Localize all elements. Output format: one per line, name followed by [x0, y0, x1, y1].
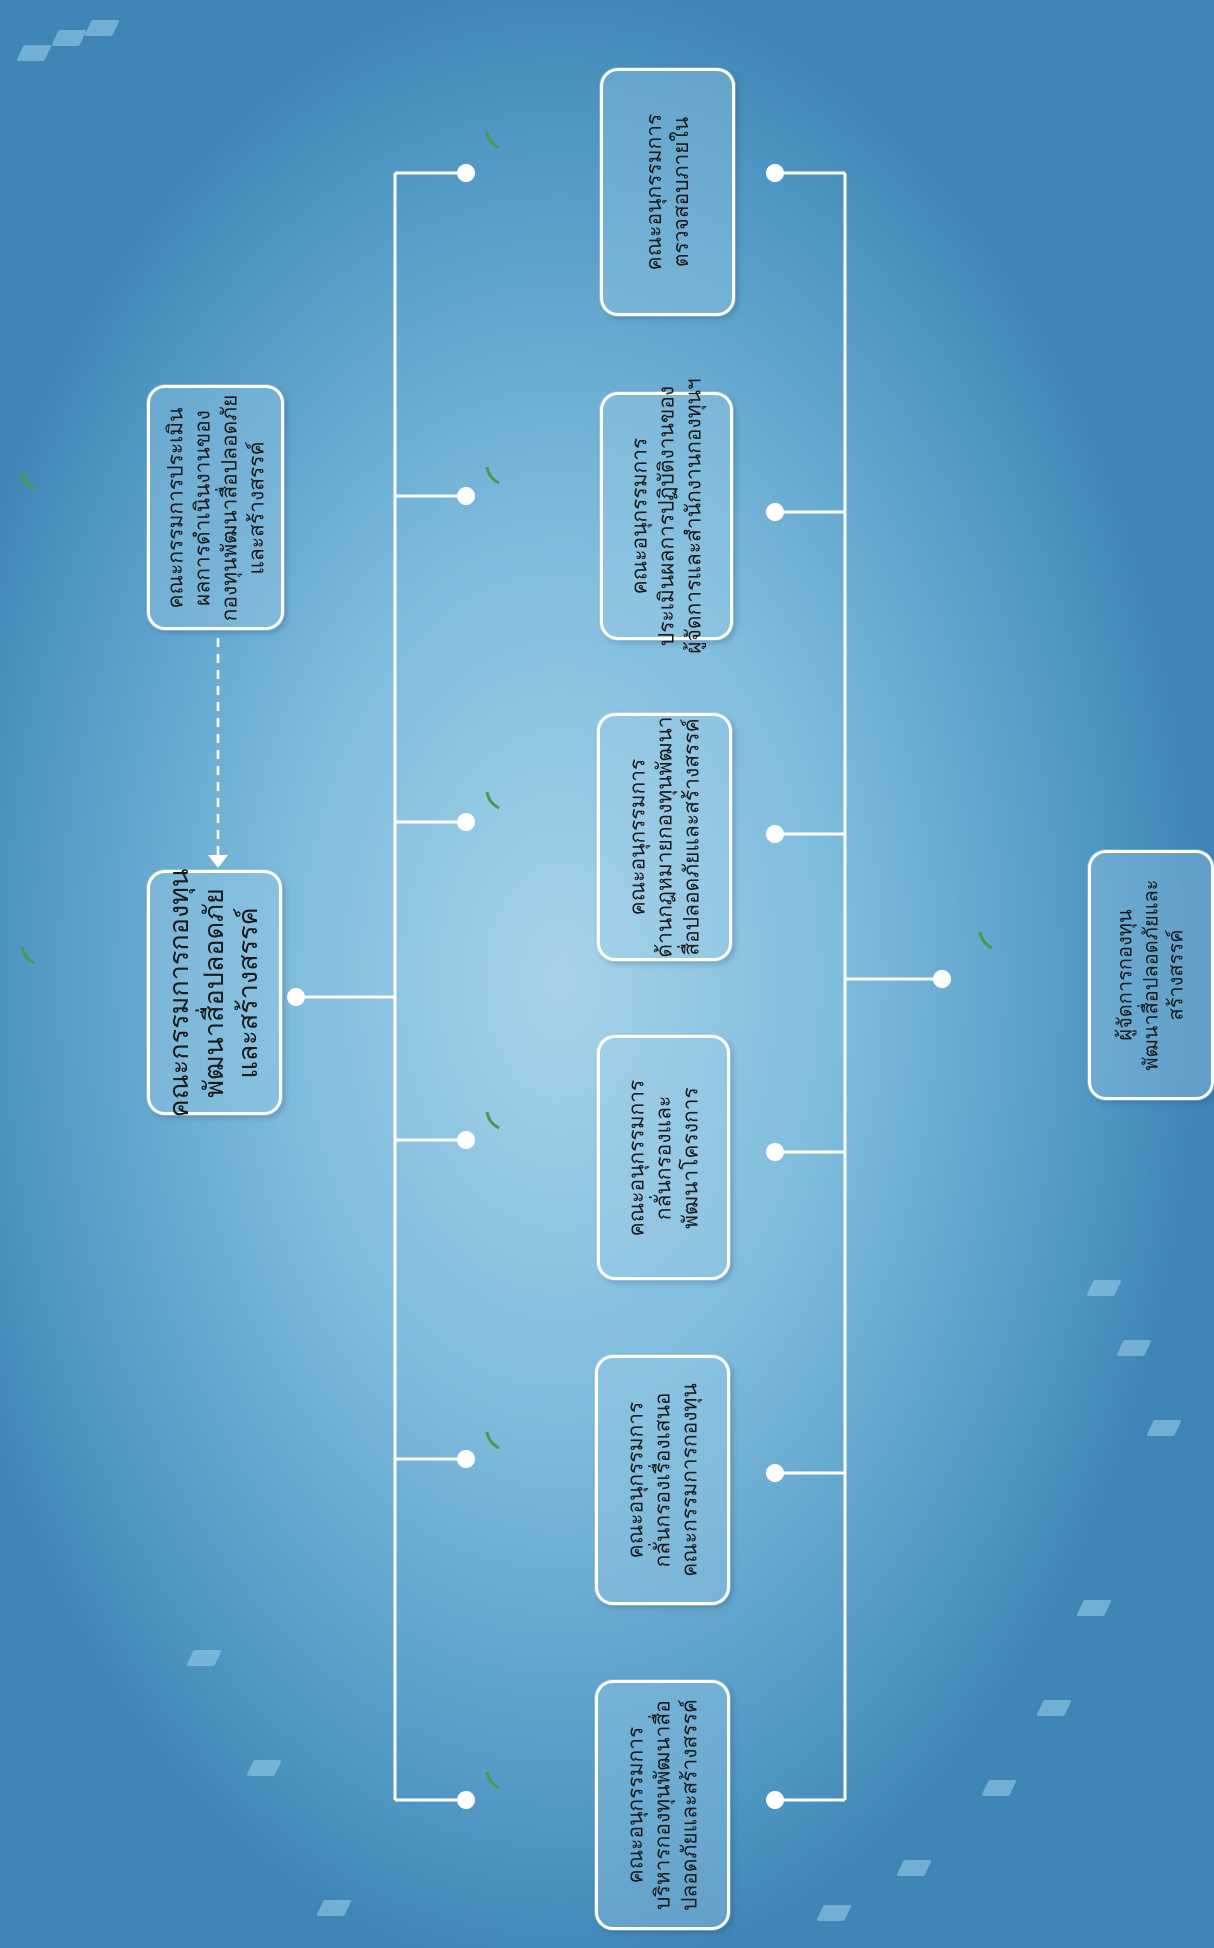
- subcommittee-line: พัฒนาโครงการ: [677, 1086, 702, 1229]
- evaluation-line: กองทุนพัฒนาสื่อปลอดภัย: [216, 394, 241, 621]
- board-label: คณะกรรมการกองทุน พัฒนาสื่อปลอดภัย และสร้…: [163, 868, 267, 1117]
- subcommittee-label: คณะอนุกรรมการ ตรวจสอบภายใน: [641, 114, 695, 271]
- subcommittee-line: คณะอนุกรรมการ: [625, 758, 650, 916]
- subcommittee-label: คณะอนุกรรมการ กลั่นกรองและ พัฒนาโครงการ: [623, 1079, 704, 1236]
- subcommittee-line: ด้านกฎหมายกองทุนพัฒนา: [652, 716, 677, 958]
- bird-leaf-icon: [485, 131, 566, 195]
- subcommittee-box: คณะอนุกรรมการ ประเมินผลการปฏิบัติงานของ …: [600, 378, 733, 654]
- connector-dot: [457, 1791, 475, 1809]
- evaluation-line: ผลการดำเนินงานของ: [189, 409, 214, 606]
- subcommittee-line: กลั่นกรองเรื่องเสนอ: [650, 1392, 675, 1568]
- connector-dot: [933, 970, 951, 988]
- board-line: และสร้างสรรค์: [232, 906, 264, 1079]
- connector-dot: [457, 1450, 475, 1468]
- subcommittee-label: คณะอนุกรรมการ ประเมินผลการปฏิบัติงานของ …: [626, 378, 707, 653]
- manager-line: สร้างสรรค์: [1163, 929, 1188, 1021]
- connector-dot: [457, 487, 475, 505]
- subcommittee-box: คณะอนุกรรมการ กลั่นกรองและ พัฒนาโครงการ: [597, 1035, 730, 1280]
- bird-leaf-icon: [485, 1431, 566, 1495]
- evaluation-committee-label: คณะกรรมการประเมิน ผลการดำเนินงานของ กองท…: [162, 394, 270, 621]
- board-line: พัฒนาสื่อปลอดภัย: [198, 887, 230, 1098]
- subcommittee-line: คณะอนุกรรมการ: [641, 113, 666, 271]
- subcommittee-line: ผู้จัดการและสำนักงานกองทุนฯ: [680, 378, 705, 654]
- subcommittee-line: กลั่นกรองและ: [651, 1095, 676, 1220]
- bird-leaf-icon: [485, 1111, 566, 1175]
- manager-box: ผู้จัดการกองทุน พัฒนาสื่อปลอดภัยและ สร้า…: [1088, 850, 1214, 1100]
- subcommittee-box: คณะอนุกรรมการ ด้านกฎหมายกองทุนพัฒนา สื่อ…: [597, 713, 732, 961]
- evaluation-line: คณะกรรมการประเมิน: [162, 407, 187, 608]
- connector-dot: [287, 988, 305, 1006]
- connector-dot: [457, 813, 475, 831]
- bird-leaf-icon: [485, 791, 566, 855]
- subcommittee-box: คณะอนุกรรมการ กลั่นกรองเรื่องเสนอ คณะกรร…: [595, 1355, 730, 1605]
- manager-line: ผู้จัดการกองทุน: [1112, 909, 1137, 1041]
- bird-leaf-icon: [485, 466, 566, 530]
- subcommittee-line: ประเมินผลการปฏิบัติงานของ: [654, 385, 679, 647]
- subcommittee-line: คณะกรรมการกองทุน: [676, 1383, 701, 1577]
- subcommittee-line: บริหารกองทุนพัฒนาสื่อ: [650, 1700, 675, 1910]
- connector-dot: [766, 1791, 784, 1809]
- connector-dot: [766, 825, 784, 843]
- subcommittee-label: คณะอนุกรรมการ บริหารกองทุนพัฒนาสื่อ ปลอด…: [622, 1699, 703, 1911]
- subcommittee-label: คณะอนุกรรมการ ด้านกฎหมายกองทุนพัฒนา สื่อ…: [624, 716, 705, 957]
- subcommittee-line: คณะอนุกรรมการ: [624, 1079, 649, 1236]
- connector-dot: [457, 1131, 475, 1149]
- subcommittee-line: คณะอนุกรรมการ: [623, 1726, 648, 1884]
- bird-leaf-icon: [20, 471, 101, 535]
- evaluation-line: และสร้างสรรค์: [243, 440, 268, 575]
- subcommittee-box: คณะอนุกรรมการ ตรวจสอบภายใน: [600, 68, 735, 316]
- subcommittee-line: ตรวจสอบภายใน: [668, 116, 693, 268]
- subcommittee-box: คณะอนุกรรมการ บริหารกองทุนพัฒนาสื่อ ปลอด…: [595, 1680, 730, 1930]
- subcommittee-line: คณะอนุกรรมการ: [627, 437, 652, 595]
- evaluation-committee-box: คณะกรรมการประเมิน ผลการดำเนินงานของ กองท…: [147, 385, 284, 630]
- subcommittee-label: คณะอนุกรรมการ กลั่นกรองเรื่องเสนอ คณะกรร…: [622, 1383, 703, 1577]
- board-line: คณะกรรมการกองทุน: [163, 868, 195, 1117]
- manager-line: พัฒนาสื่อปลอดภัยและ: [1138, 879, 1163, 1071]
- connector-dot: [766, 164, 784, 182]
- bird-leaf-icon: [20, 946, 101, 1010]
- manager-label: ผู้จัดการกองทุน พัฒนาสื่อปลอดภัยและ สร้า…: [1113, 879, 1190, 1070]
- subcommittee-line: คณะอนุกรรมการ: [623, 1401, 648, 1559]
- subcommittee-line: ปลอดภัยและสร้างสรรค์: [676, 1699, 701, 1911]
- connector-dot: [766, 1143, 784, 1161]
- connector-dot: [766, 503, 784, 521]
- bird-leaf-icon: [978, 931, 1059, 995]
- board-box: คณะกรรมการกองทุน พัฒนาสื่อปลอดภัย และสร้…: [147, 868, 282, 1117]
- bird-leaf-icon: [485, 1771, 566, 1835]
- subcommittee-line: สื่อปลอดภัยและสร้างสรรค์: [678, 718, 703, 956]
- connector-dot: [766, 1464, 784, 1482]
- connector-dot: [457, 164, 475, 182]
